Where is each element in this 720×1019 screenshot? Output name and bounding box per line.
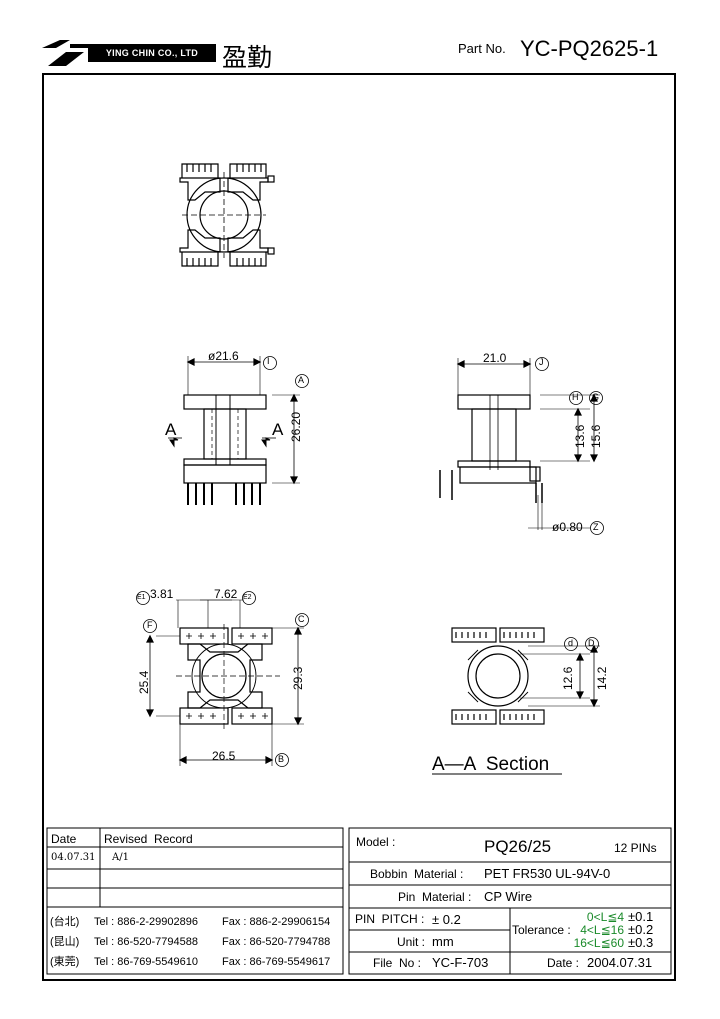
- pin-pitch-value: ± 0.2: [432, 912, 461, 927]
- contact-region: (東莞): [50, 956, 80, 968]
- dim-diameter-14-2: 14.2: [595, 666, 609, 690]
- ref-G: G: [592, 392, 600, 402]
- ref-E1: E1: [137, 594, 146, 601]
- part-no-value: YC-PQ2625-1: [520, 36, 659, 61]
- dim-pin-diameter: ø0.80: [552, 520, 583, 534]
- section-view: [432, 627, 600, 775]
- dim-height-15-6: 15.6: [589, 424, 603, 448]
- section-arrow-right: A: [272, 420, 284, 439]
- ref-d: d: [568, 638, 574, 648]
- ref-Z: Z: [593, 522, 599, 532]
- tolerance-range: 16<L≦60: [573, 936, 624, 950]
- rev-header-record: Revised Record: [104, 832, 193, 846]
- tolerance-value: ±0.3: [628, 935, 654, 950]
- dim-length-25-4: 25.4: [137, 670, 151, 694]
- unit-value: mm: [432, 934, 454, 949]
- company-logo-icon: [42, 40, 90, 66]
- ref-H: H: [572, 392, 579, 402]
- dim-height-13-6: 13.6: [573, 424, 587, 448]
- contact-tel: Tel : 86-520-7794588: [94, 936, 198, 948]
- dim-width-21-0: 21.0: [483, 351, 507, 365]
- ref-E2: E2: [243, 594, 252, 601]
- contact-tel: Tel : 886-2-29902896: [94, 916, 198, 928]
- contact-region: (台北): [50, 916, 80, 928]
- bottom-view: [146, 599, 304, 766]
- tolerance-range: 4<L≦16: [580, 923, 624, 937]
- front-view: [168, 356, 300, 505]
- ref-F: F: [147, 620, 153, 630]
- pin-count: 12 PINs: [614, 841, 657, 855]
- date-label: Date :: [547, 956, 580, 970]
- tolerance-value: ±0.1: [628, 909, 654, 924]
- rev-header-date: Date: [51, 832, 77, 846]
- dim-height-26-20: 26.20: [289, 411, 303, 442]
- contact-region: (昆山): [50, 936, 80, 948]
- part-no-label: Part No.: [458, 41, 506, 56]
- dim-width-26-5: 26.5: [212, 749, 236, 763]
- dim-length-29-3: 29.3: [291, 666, 305, 690]
- ref-C: C: [298, 614, 305, 624]
- drawing-frame: [42, 73, 676, 981]
- company-name-en: YING CHIN CO., LTD: [88, 44, 216, 62]
- pin-material-value: CP Wire: [484, 889, 533, 904]
- tolerance-range: 0<L≦4: [586, 910, 624, 924]
- ref-I: I: [267, 356, 270, 366]
- section-title: A—A Section: [432, 754, 550, 775]
- pin-material-label: Pin Material :: [398, 890, 472, 904]
- tolerance-label: Tolerance :: [512, 923, 571, 937]
- ref-J: J: [539, 357, 544, 367]
- dim-diameter-12-6: 12.6: [561, 666, 575, 690]
- rev-row-date: 04.07.31: [51, 852, 96, 863]
- contact-fax: Fax : 86-520-7794788: [222, 936, 331, 948]
- model-label: Model :: [356, 835, 396, 849]
- ref-B: B: [278, 754, 285, 764]
- contact-fax: Fax : 86-769-5549617: [222, 956, 331, 968]
- model-value: PQ26/25: [484, 837, 552, 856]
- dim-pitch-3-81: 3.81: [150, 587, 174, 601]
- section-arrow-left: A: [165, 420, 177, 439]
- rev-row-record: A/1: [112, 852, 129, 863]
- unit-label: Unit :: [397, 935, 426, 949]
- top-view: [179, 163, 275, 267]
- file-no-value: YC-F-703: [432, 955, 489, 970]
- contact-fax: Fax : 886-2-29906154: [222, 916, 331, 928]
- company-name-cjk: 盈勤: [222, 43, 273, 72]
- ref-A: A: [298, 375, 305, 385]
- side-view: [439, 358, 600, 530]
- bobbin-material-value: PET FR530 UL-94V-0: [484, 866, 611, 881]
- reference-circles: [136, 356, 604, 767]
- bobbin-material-label: Bobbin Material :: [370, 867, 464, 881]
- dim-diameter-21-6: ø21.6: [208, 349, 239, 363]
- tolerance-value: ±0.2: [628, 922, 654, 937]
- dim-pitch-7-62: 7.62: [214, 587, 238, 601]
- ref-D: D: [588, 638, 595, 648]
- title-block-grid: [46, 827, 672, 975]
- pin-pitch-label: PIN PITCH :: [355, 912, 425, 926]
- title-header: YING CHIN CO., LTD 盈勤 Part No. YC-PQ2625…: [0, 0, 720, 75]
- file-no-label: File No :: [373, 956, 422, 970]
- date-value: 2004.07.31: [587, 955, 653, 970]
- contact-tel: Tel : 86-769-5549610: [94, 956, 198, 968]
